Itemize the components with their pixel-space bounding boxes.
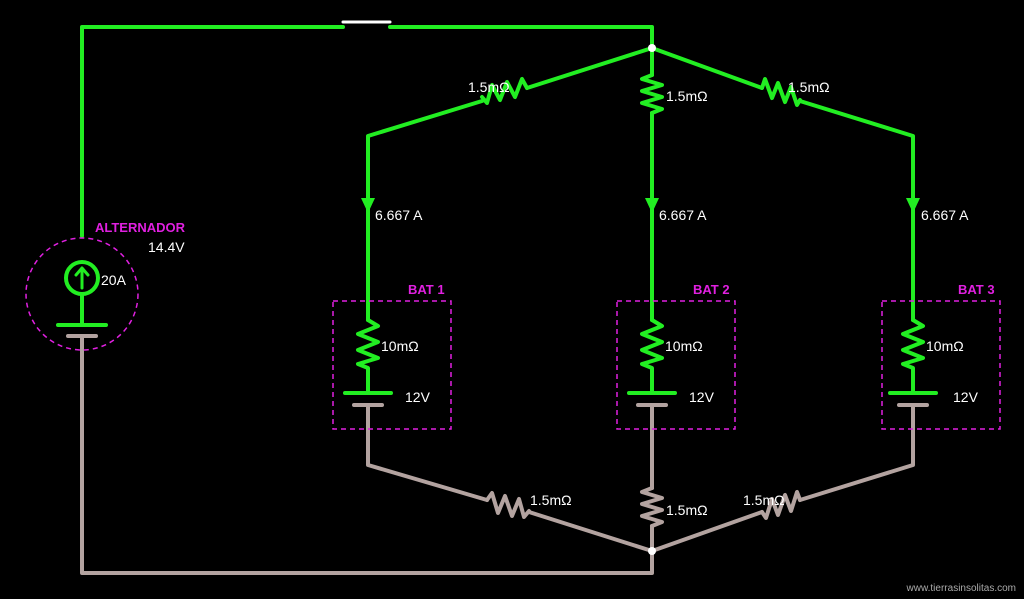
- bat2-voltage-label: 12V: [689, 389, 715, 405]
- bat1-resistor: [356, 318, 380, 395]
- current-arrow-2: [645, 198, 659, 213]
- alternator-current: 20A: [101, 272, 127, 288]
- bat1-resistance-label: 10mΩ: [381, 338, 419, 354]
- top-wire-left: [80, 25, 345, 238]
- alternator-voltage: 14.4V: [148, 239, 185, 255]
- bat2-box: [616, 300, 736, 430]
- pos-wire-left-b: [366, 99, 484, 322]
- bat2-resistance-label: 10mΩ: [665, 338, 703, 354]
- neg-wire-left-a: [366, 403, 489, 502]
- bat1-name: BAT 1: [408, 282, 445, 297]
- neg-wire-left-b: [527, 510, 654, 553]
- neg-wire-right-b: [650, 510, 764, 553]
- neg-resistor-right: [760, 490, 802, 520]
- alternator-neg-wire: [80, 334, 654, 575]
- junction-top: [648, 44, 656, 52]
- alternator-boundary: [25, 237, 139, 351]
- current-arrow-3: [906, 198, 920, 213]
- bat2-current-label: 6.667 A: [659, 207, 707, 223]
- top-wire-right: [388, 25, 654, 50]
- pos-resistor-mid-label: 1.5mΩ: [666, 88, 708, 104]
- current-arrow-1: [361, 198, 375, 213]
- alternator-arrow-head: [74, 266, 90, 277]
- pos-wire-left-a: [525, 46, 654, 90]
- neg-resistor-right-label: 1.5mΩ: [743, 492, 785, 508]
- bat3-current-label: 6.667 A: [921, 207, 969, 223]
- bat1-current-label: 6.667 A: [375, 207, 423, 223]
- bat3-box: [881, 300, 1001, 430]
- bat2-resistor: [640, 318, 664, 395]
- neg-wire-right-a: [798, 403, 915, 502]
- neg-resistor-left-label: 1.5mΩ: [530, 492, 572, 508]
- junction-bottom: [648, 547, 656, 555]
- pos-resistor-mid: [640, 73, 664, 115]
- pos-resistor-right-label: 1.5mΩ: [788, 79, 830, 95]
- pos-resistor-left-label: 1.5mΩ: [468, 79, 510, 95]
- alternator-name: ALTERNADOR: [95, 220, 186, 235]
- bat3-resistor: [901, 318, 925, 395]
- pos-wire-right-b: [798, 99, 915, 322]
- bat1-voltage-label: 12V: [405, 389, 431, 405]
- neg-resistor-mid-label: 1.5mΩ: [666, 502, 708, 518]
- bat1-box: [332, 300, 452, 430]
- pos-wire-right-a: [650, 46, 764, 90]
- pos-resistor-left: [480, 77, 529, 105]
- bat3-resistance-label: 10mΩ: [926, 338, 964, 354]
- bat3-voltage-label: 12V: [953, 389, 979, 405]
- neg-resistor-mid: [640, 486, 664, 528]
- bat2-name: BAT 2: [693, 282, 730, 297]
- neg-resistor-left: [485, 491, 531, 519]
- bat3-name: BAT 3: [958, 282, 995, 297]
- credit-text: www.tierrasinsolitas.com: [906, 583, 1016, 594]
- pos-resistor-right: [760, 77, 802, 107]
